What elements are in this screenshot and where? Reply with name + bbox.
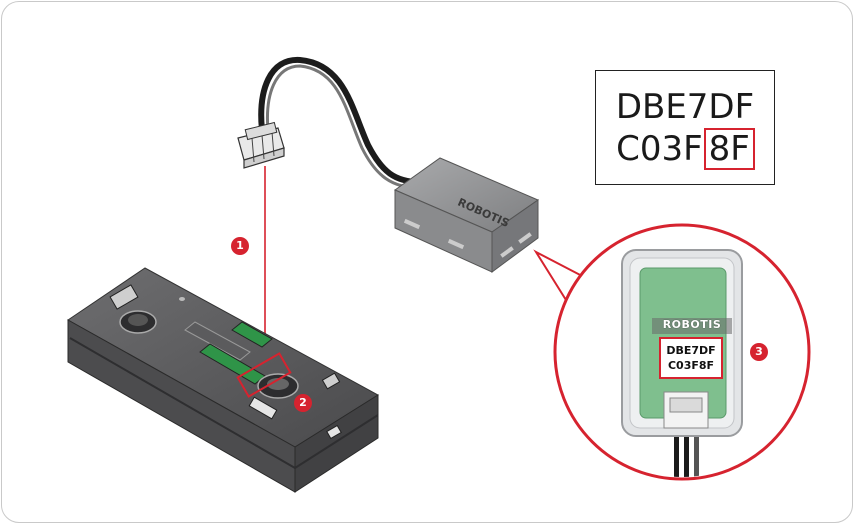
zoom-address-line-1: DBE7DF: [666, 344, 716, 357]
step-badge-1: 1: [231, 237, 249, 255]
controller: [67, 267, 379, 493]
bluetooth-module: [393, 157, 540, 273]
cable: [258, 56, 423, 190]
cable-connector: [237, 121, 285, 169]
zoom-address-label: DBE7DF C03F8F: [659, 337, 723, 379]
zoom-brand-label: ROBOTIS: [662, 318, 722, 331]
zoom-address-line-2: C03F8F: [667, 359, 715, 372]
step-badge-3: 3: [750, 343, 768, 361]
address-highlight: 8F: [703, 128, 755, 170]
step-badge-2: 2: [294, 394, 312, 412]
address-line-1: DBE7DF: [615, 87, 755, 127]
address-prefix: C03F: [616, 129, 703, 169]
